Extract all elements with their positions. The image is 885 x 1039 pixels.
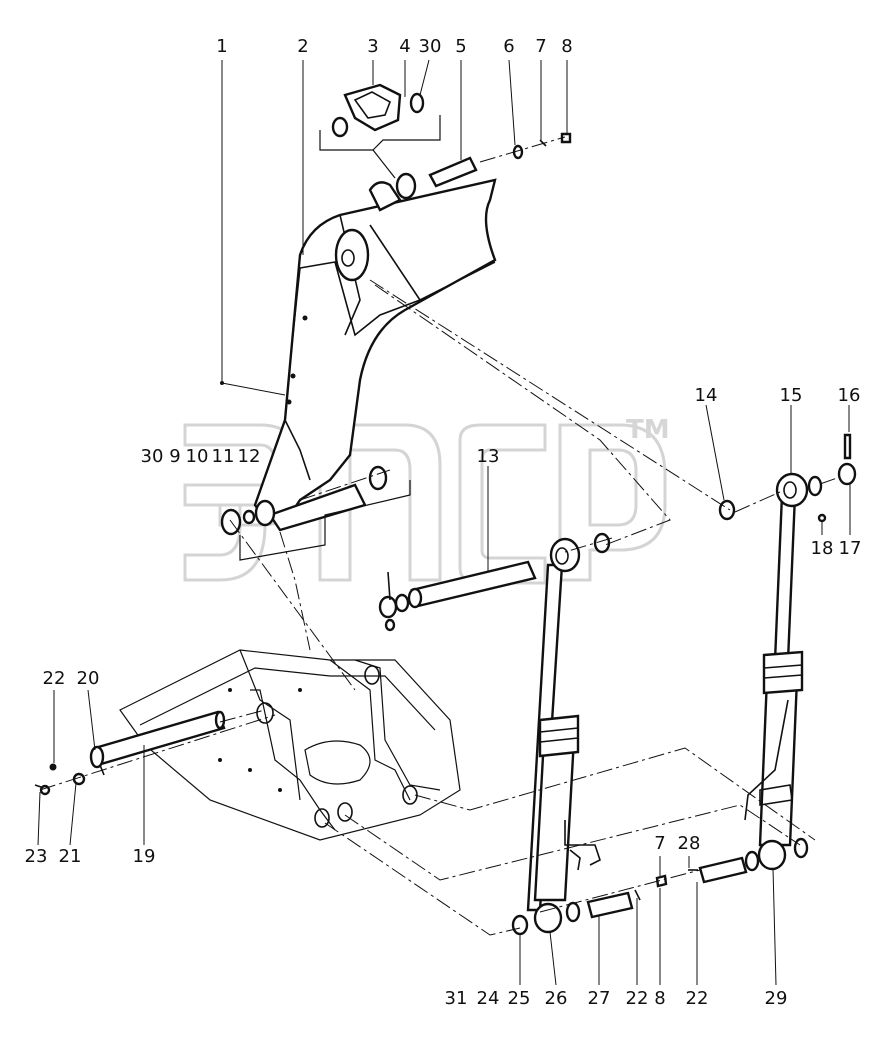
callout-17: 17 bbox=[839, 538, 862, 559]
callout-18: 18 bbox=[811, 538, 834, 559]
callout-3: 3 bbox=[367, 36, 378, 57]
callout-30-top: 30 bbox=[419, 36, 442, 57]
callout-6: 6 bbox=[503, 36, 514, 57]
callout-2: 2 bbox=[297, 36, 308, 57]
callout-14: 14 bbox=[695, 385, 718, 406]
center-pin bbox=[378, 532, 611, 632]
watermark-logo: TM bbox=[183, 415, 670, 585]
callout-24: 24 bbox=[477, 988, 500, 1009]
callout-8-bottom: 8 bbox=[654, 988, 665, 1009]
callout-10: 10 bbox=[186, 446, 209, 467]
callout-19: 19 bbox=[133, 846, 156, 867]
callout-22-bottom-b: 22 bbox=[686, 988, 709, 1009]
callout-25: 25 bbox=[508, 988, 531, 1009]
callout-7-top: 7 bbox=[535, 36, 546, 57]
callout-11: 11 bbox=[212, 446, 235, 467]
callout-8-top: 8 bbox=[561, 36, 572, 57]
callout-16: 16 bbox=[838, 385, 861, 406]
left-hydraulic-cylinder bbox=[526, 537, 601, 934]
callout-4: 4 bbox=[399, 36, 410, 57]
bottom-pin-set bbox=[511, 850, 760, 936]
callout-31: 31 bbox=[445, 988, 468, 1009]
callout-5: 5 bbox=[455, 36, 466, 57]
callout-26: 26 bbox=[545, 988, 568, 1009]
boom-arm bbox=[253, 172, 497, 532]
right-hydraulic-cylinder bbox=[718, 433, 857, 871]
base-pin bbox=[34, 710, 226, 796]
callout-20: 20 bbox=[77, 668, 100, 689]
assembly-axis-lines bbox=[39, 279, 841, 936]
callout-15: 15 bbox=[780, 385, 803, 406]
top-pivot-parts bbox=[319, 83, 572, 188]
callout-12: 12 bbox=[238, 446, 261, 467]
trademark-mark: TM bbox=[626, 415, 670, 445]
callout-1: 1 bbox=[216, 36, 227, 57]
callout-22-bottom-a: 22 bbox=[626, 988, 649, 1009]
callout-9: 9 bbox=[169, 446, 180, 467]
callout-29: 29 bbox=[765, 988, 788, 1009]
callout-30-left: 30 bbox=[141, 446, 164, 467]
callout-7-bottom: 7 bbox=[654, 833, 665, 854]
callout-28: 28 bbox=[678, 833, 701, 854]
callout-27: 27 bbox=[588, 988, 611, 1009]
callout-23: 23 bbox=[25, 846, 48, 867]
callout-21: 21 bbox=[59, 846, 82, 867]
callout-22-left: 22 bbox=[43, 668, 66, 689]
callout-13: 13 bbox=[477, 446, 500, 467]
turntable-frame bbox=[119, 649, 461, 841]
leader-lines bbox=[37, 59, 851, 986]
callout-labels: 1 2 3 4 30 5 6 7 8 14 15 16 18 17 30 9 1… bbox=[25, 36, 862, 1009]
